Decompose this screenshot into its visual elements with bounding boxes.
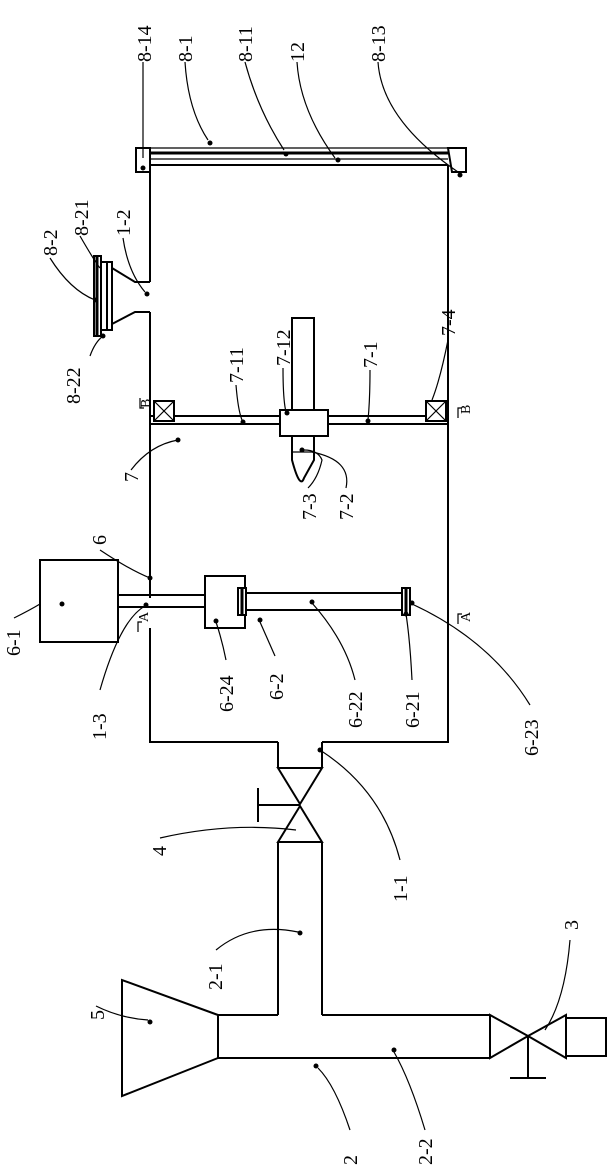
label-6-24: 6-24: [216, 675, 238, 712]
label-8-13: 8-13: [368, 25, 390, 62]
label-7-12: 7-12: [273, 329, 295, 366]
label-12: 12: [287, 42, 309, 62]
label-5: 5: [87, 1010, 109, 1020]
label-1-1: 1-1: [390, 875, 412, 902]
label-3: 3: [561, 920, 583, 930]
label-8-11: 8-11: [235, 26, 257, 62]
label-8-1: 8-1: [175, 35, 197, 62]
label-2-2: 2-2: [415, 1138, 437, 1165]
label-7-1: 7-1: [360, 341, 382, 368]
label-2-1: 2-1: [205, 963, 227, 990]
label-1-2: 1-2: [113, 209, 135, 236]
outlet-neck: [258, 742, 322, 1015]
motor-assembly: [40, 560, 410, 642]
label-7-2: 7-2: [336, 493, 358, 520]
label-8-21: 8-21: [71, 199, 93, 236]
label-6-22: 6-22: [345, 691, 367, 728]
tee-pipe: [122, 980, 606, 1096]
label-2: 2: [340, 1155, 362, 1165]
label-7-3: 7-3: [299, 493, 321, 520]
section-b-top: B: [139, 399, 154, 408]
partition-plate: [150, 318, 448, 481]
label-6-21: 6-21: [402, 691, 424, 728]
end-cover-assembly: [136, 148, 466, 172]
label-1-3: 1-3: [89, 713, 111, 740]
label-6-1: 6-1: [3, 629, 25, 656]
side-port-flange: [94, 256, 150, 336]
label-6-23: 6-23: [521, 719, 543, 756]
label-8-22: 8-22: [63, 367, 85, 404]
label-6: 6: [89, 535, 111, 545]
label-4: 4: [149, 846, 171, 856]
section-a-top: A: [137, 611, 152, 622]
label-7: 7: [121, 472, 143, 482]
label-7-11: 7-11: [226, 347, 248, 383]
label-8-14: 8-14: [134, 25, 156, 62]
section-a-bottom: A: [459, 611, 474, 622]
label-8-2: 8-2: [40, 229, 62, 256]
section-b-bottom: B: [459, 405, 474, 414]
label-6-2: 6-2: [266, 673, 288, 700]
label-7-4: 7-4: [438, 309, 460, 336]
